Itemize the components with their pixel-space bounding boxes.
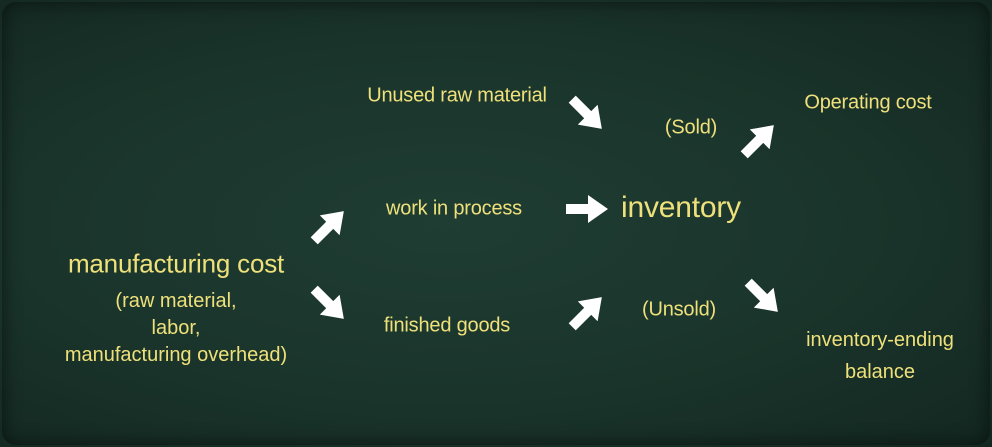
detail-raw-material: (raw material,: [115, 290, 237, 312]
detail-manufacturing-overhead: manufacturing overhead): [64, 344, 288, 366]
arrow-up-right-icon: [562, 287, 611, 336]
balance-line: balance: [844, 361, 916, 383]
arrow-up-right-icon: [734, 115, 783, 164]
manufacturing-cost-label: manufacturing cost: [67, 248, 285, 279]
operating-cost-label: Operating cost: [804, 91, 932, 114]
inventory-ending-line: inventory-ending: [806, 329, 954, 351]
detail-labor: labor,: [151, 317, 201, 339]
work-in-process-label: work in process: [386, 197, 522, 220]
arrow-down-right-icon: [738, 272, 787, 321]
arrow-down-right-icon: [304, 279, 353, 328]
inventory-label: inventory: [621, 191, 741, 224]
unsold-label: (Unsold): [642, 298, 716, 321]
arrow-up-right-icon: [304, 201, 353, 250]
sold-label: (Sold): [664, 116, 718, 139]
unused-raw-material-label: Unused raw material: [367, 84, 547, 107]
finished-goods-label: finished goods: [383, 314, 511, 337]
inventory-ending-balance-label: inventory-ending balance: [806, 324, 954, 388]
manufacturing-cost-details: (raw material, labor, manufacturing over…: [65, 288, 287, 369]
arrow-down-right-icon: [562, 89, 611, 138]
arrow-right-icon: [566, 195, 608, 223]
